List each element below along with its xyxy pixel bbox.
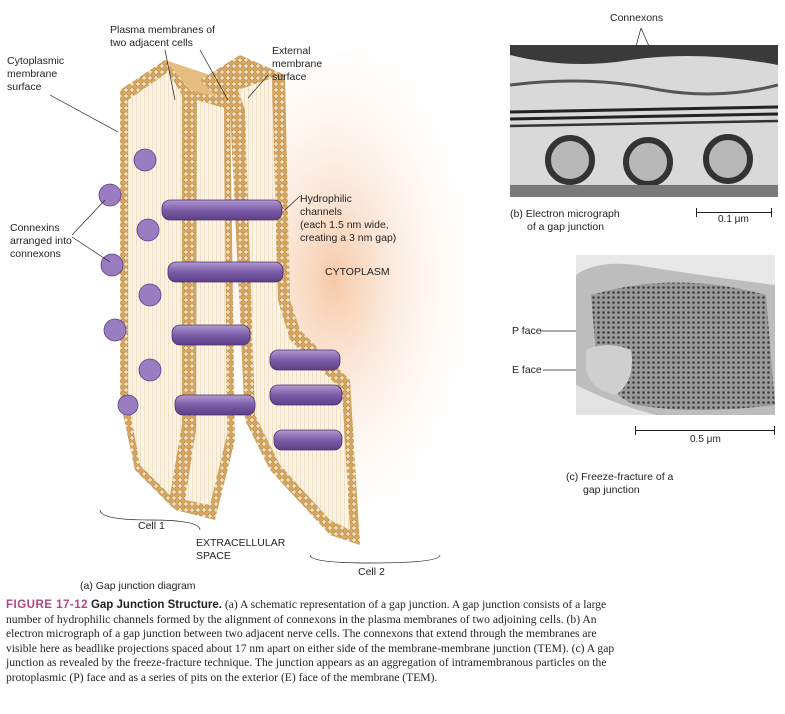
cell1-membrane [120, 60, 235, 520]
label-connexins: Connexins arranged into connexons [10, 222, 72, 260]
label-p-face: P face [512, 325, 542, 337]
freeze-fracture-micrograph [576, 255, 775, 415]
label-plasma-membranes: Plasma membranes of two adjacent cells [110, 24, 216, 49]
label-cell2: Cell 2 [358, 566, 385, 578]
cell2-membrane [200, 55, 360, 545]
gap-junction-diagram [49, 27, 679, 564]
label-cytoplasmic-surface: Cytoplasmic membrane surface [7, 55, 65, 93]
panel-c-caption: (c) Freeze-fracture of a gap junction [566, 471, 674, 496]
scale-label-b: 0.1 μm [718, 214, 749, 225]
leader-lines [49, 49, 441, 564]
figure-caption: FIGURE 17-12 Gap Junction Structure. (a)… [6, 598, 616, 685]
scale-label-c: 0.5 μm [690, 434, 721, 445]
connexon-channels [161, 199, 343, 451]
label-cytoplasm: CYTOPLASM [325, 266, 390, 278]
label-e-face: E face [512, 364, 542, 376]
label-cell1: Cell 1 [138, 520, 165, 532]
figure-number: FIGURE 17-12 [6, 599, 89, 611]
label-connexons: Connexons [610, 12, 664, 24]
electron-micrograph [510, 45, 778, 197]
figure-caption-text: (a) A schematic representation of a gap … [6, 598, 615, 684]
label-external-surface: External membrane surface [272, 45, 323, 83]
label-extracellular-space: EXTRACELLULAR SPACE [196, 537, 286, 562]
scale-bar-b [696, 208, 772, 217]
scale-bar-c [635, 426, 775, 435]
label-hydrophilic-channels: Hydrophilic channels (each 1.5 nm wide, … [300, 193, 397, 244]
panel-a-title: (a) Gap junction diagram [80, 580, 196, 592]
panel-b-caption: (b) Electron micrograph of a gap junctio… [510, 208, 620, 233]
figure-title: Gap Junction Structure. [90, 599, 222, 611]
